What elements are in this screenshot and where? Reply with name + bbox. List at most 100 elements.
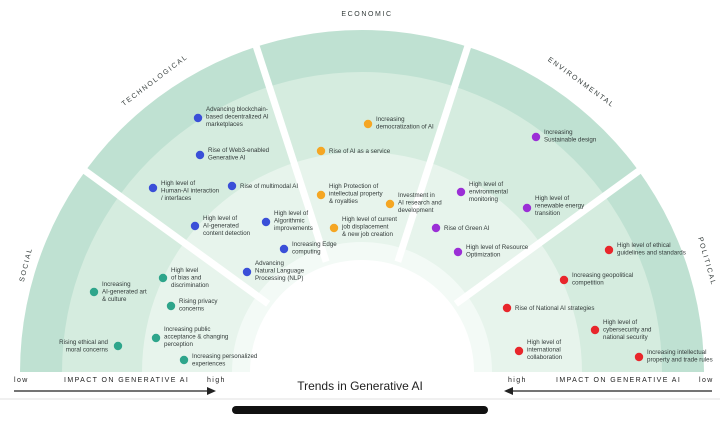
axis-right-low: low (699, 377, 714, 384)
trend-label-line: High level of ethical (617, 242, 671, 249)
sector-title-political: POLITICAL (696, 236, 717, 286)
trend-label-line: Rise of Green AI (444, 225, 490, 232)
sector-dividers (75, 36, 649, 307)
trend-label-line: Increasing intellectual (647, 349, 707, 356)
trend-label-line: Rise of multimodal AI (240, 183, 298, 190)
trend-label-line: Increasing personalized (192, 353, 258, 360)
trend-dot (261, 217, 271, 227)
trend-item-technological-4: Rise of multimodal AI (227, 181, 298, 191)
center-void (250, 260, 474, 372)
trend-label-line: improvements (274, 225, 313, 232)
trend-label-line: High level of (527, 339, 561, 346)
trend-label-line: Optimization (466, 251, 501, 258)
trend-label-line: concerns (179, 305, 204, 312)
trend-dot (604, 245, 614, 255)
trend-label-line: acceptance & changing (164, 333, 229, 340)
trend-dot (193, 113, 203, 123)
trend-item-political-3: Rise of National AI strategies (502, 303, 594, 313)
trend-label-line: High level of (535, 195, 569, 202)
trend-label-line: Increasing geopolitical (572, 272, 633, 279)
axis-left-high: high (207, 377, 226, 384)
trend-label-line: perception (164, 341, 193, 348)
trend-dot (242, 267, 252, 277)
trend-label-line: marketplaces (206, 121, 243, 128)
trend-label-line: & new job creation (342, 231, 393, 238)
trend-label-line: Natural Language (255, 267, 305, 274)
trend-label-line: Increasing (544, 129, 573, 136)
trend-dot (531, 132, 541, 142)
trend-label-line: High level of (469, 181, 503, 188)
trend-label-line: High level of (203, 215, 237, 222)
trend-label-line: Rise of National AI strategies (515, 305, 594, 312)
trend-dot (113, 341, 123, 351)
trend-label-line: Rise of AI as a service (329, 148, 391, 155)
trend-label-line: High level of (161, 180, 195, 187)
trend-label-line: collaboration (527, 354, 563, 361)
trend-dot (363, 119, 373, 129)
trend-label-line: AI-generated (203, 222, 239, 229)
trend-label-line: development (398, 207, 434, 214)
trend-dot (227, 181, 237, 191)
trend-dot (190, 221, 200, 231)
trend-item-environmental-4: Rise of Green AI (431, 223, 490, 233)
trend-label-line: High Protection of (329, 183, 378, 190)
trend-dot (431, 223, 441, 233)
trend-dot (522, 203, 532, 213)
trend-dot (634, 352, 644, 362)
trend-label: Rise of National AI strategies (515, 305, 594, 312)
trend-label-line: Rising ethical and (59, 339, 108, 346)
trend-dot (151, 333, 161, 343)
home-indicator[interactable] (232, 406, 488, 414)
trend-label-line: & culture (102, 296, 127, 303)
sector-divider-1 (453, 162, 649, 307)
trend-label-line: Increasing (376, 116, 405, 123)
impact-rings (20, 30, 704, 372)
trend-item-economic-2: Rise of AI as a service (316, 146, 391, 156)
trend-label-line: renewable energy (535, 202, 585, 209)
trend-label-line: Advancing (255, 260, 284, 267)
trend-dot (590, 325, 600, 335)
trend-label-line: High level of (274, 210, 308, 217)
trend-label-line: Increasing (102, 281, 131, 288)
trend-dot (316, 190, 326, 200)
sector-divider-2 (394, 36, 475, 263)
trend-label-line: discrimination (171, 282, 209, 289)
trend-label-line: environmental (469, 188, 508, 195)
trend-dot (385, 199, 395, 209)
sector-divider-3 (249, 36, 330, 263)
trend-label-line: Sustainable design (544, 136, 597, 143)
trend-label-line: Human-AI interaction (161, 187, 220, 194)
trend-label-line: intellectual property (329, 190, 384, 197)
trend-label-line: Algorithmic (274, 217, 305, 224)
trend-dot (148, 183, 158, 193)
trend-label-line: Processing (NLP) (255, 275, 304, 282)
impact-axis-right: high IMPACT ON GENERATIVE AI low (504, 377, 714, 395)
